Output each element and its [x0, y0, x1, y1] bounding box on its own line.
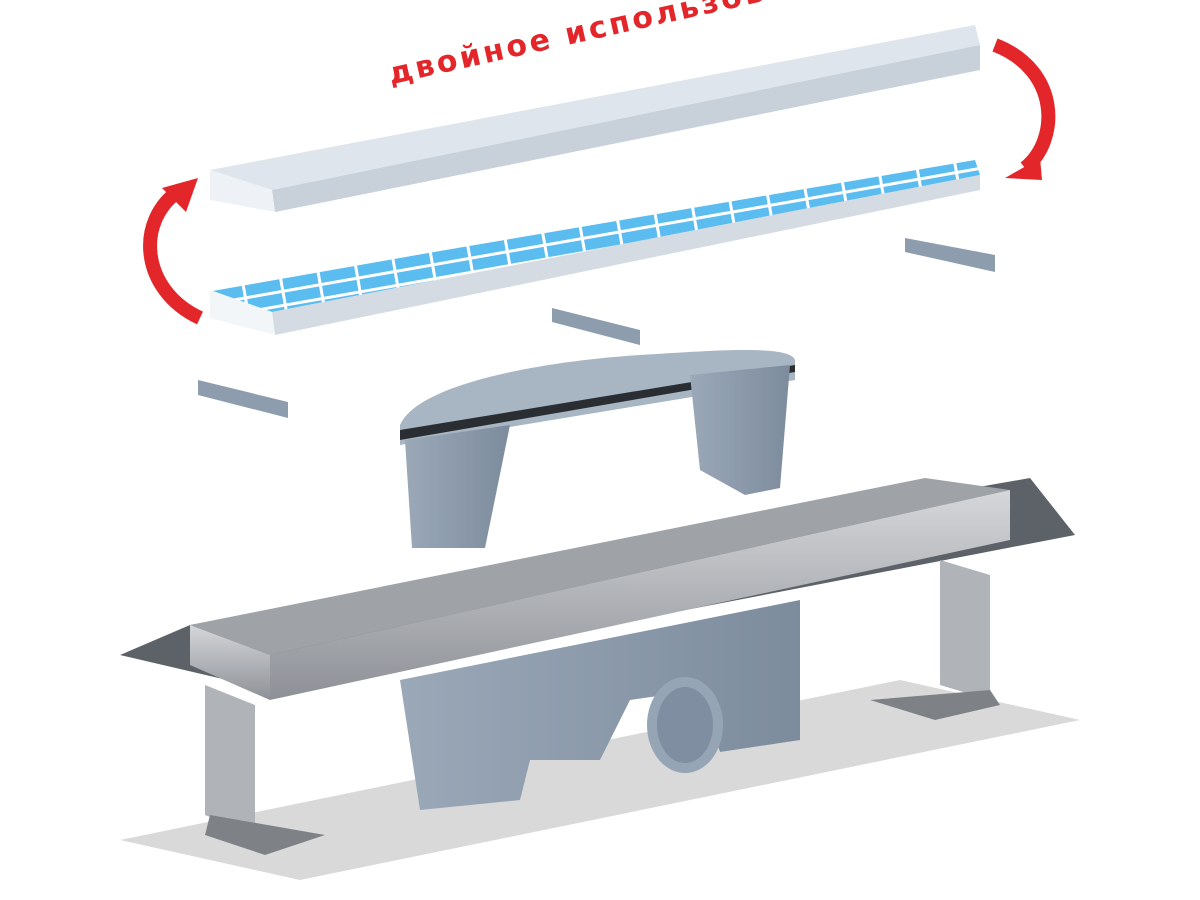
siphon-insert	[400, 350, 795, 548]
tile-grate	[210, 160, 980, 335]
solid-cover	[210, 25, 980, 212]
mounting-clips	[198, 238, 995, 418]
drain-channel	[120, 478, 1075, 855]
arrow-right-head-icon	[1005, 158, 1042, 180]
arrow-left-icon	[143, 184, 204, 325]
arrow-left-head-icon	[162, 178, 198, 212]
floor-shadow	[120, 680, 1080, 880]
arrow-right-icon	[992, 38, 1056, 174]
